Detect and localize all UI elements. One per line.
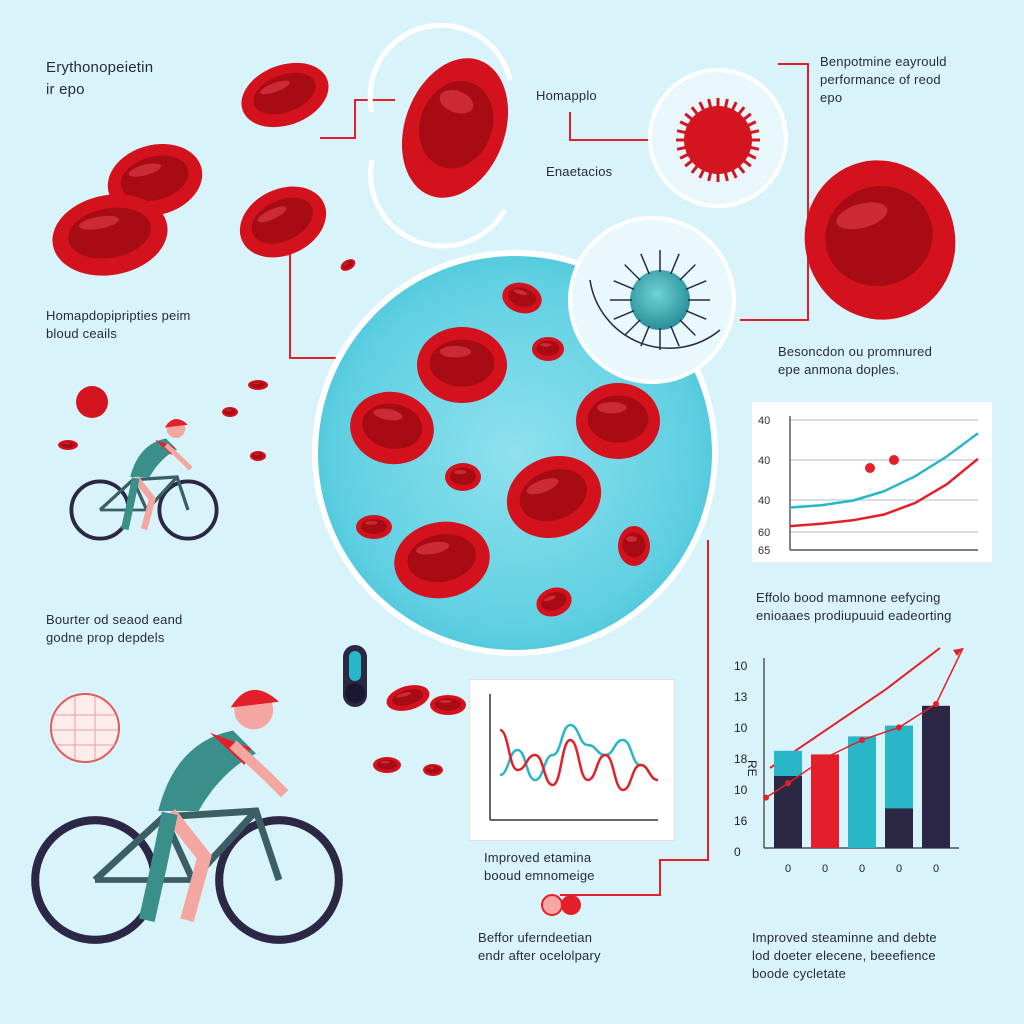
trend-point [859, 737, 865, 743]
mid-caption-line-2: booud emnomeige [484, 868, 595, 883]
red-blood-cell [532, 337, 564, 361]
x-tick-label: 0 [933, 863, 939, 875]
teal-virus [589, 250, 721, 350]
bar-navy [774, 776, 802, 848]
line-chart-svg: 40 40 40 60 65 [758, 415, 979, 557]
wave-chart-box [470, 680, 674, 840]
red-blood-cell [350, 391, 434, 465]
top-right-line-1: Benpotmine eayrould [820, 54, 947, 69]
bar-navy [885, 808, 913, 848]
y-tick-label: 10 [734, 721, 748, 735]
mid-caption-line-1: Improved etamina [484, 850, 592, 865]
trend-arrow-head [953, 648, 963, 656]
y-tick-label: 10 [734, 783, 748, 797]
left-lower-line-2: godne prop depdels [46, 630, 165, 645]
wave-series [499, 723, 659, 782]
red-blood-cell [248, 380, 268, 390]
y-tick-label: 40 [758, 415, 770, 427]
small-red-cell [76, 386, 108, 418]
y-tick-label: 40 [758, 455, 770, 467]
y-tick-label: 60 [758, 527, 770, 539]
red-blood-cell [618, 526, 650, 566]
x-tick-label: 0 [822, 863, 828, 875]
trend-point [785, 780, 791, 787]
red-blood-cells [52, 58, 956, 776]
top-right-line-2: performance of reod [820, 72, 941, 87]
y-tick-label: 40 [758, 495, 770, 507]
bar-navy [922, 705, 950, 848]
chart-caption-line-1: Effolo bood mamnone eefycing [756, 590, 941, 605]
title-line-1: Erythonopeietin [46, 59, 154, 76]
red-blood-cell [58, 440, 78, 450]
bottom-right-line-2: lod doeter elecene, beeefience [752, 948, 936, 963]
right-mid-line-1: Besoncdon ou promnured [778, 344, 933, 359]
red-blood-cell [222, 407, 238, 417]
red-blood-cell [576, 383, 660, 459]
thermometer [343, 645, 367, 707]
trend-point [933, 701, 939, 707]
left-mid-line-1: Homapdopipripties peim [46, 308, 191, 323]
red-blood-cell [394, 521, 490, 599]
bar-red [811, 754, 839, 848]
label-enaetacios: Enaetacios [546, 164, 613, 179]
x-tick-label: 0 [785, 863, 791, 875]
right-mid-line-2: epe anmona doples. [778, 362, 900, 377]
red-blood-cell [430, 695, 466, 715]
y-tick-label: 13 [734, 690, 748, 704]
red-blood-cell [52, 194, 168, 276]
red-blood-cell [239, 186, 327, 258]
left-mid-line-2: bloud ceails [46, 326, 118, 341]
red-blood-cell [356, 515, 392, 539]
red-blood-cell [241, 62, 329, 128]
left-lower-line-1: Bourter od seaod eand [46, 612, 183, 627]
title-line-2: ir epo [46, 81, 85, 98]
red-blood-cell [340, 259, 356, 271]
red-blood-cell [536, 587, 572, 617]
y-tick-label: 0 [734, 845, 741, 859]
wave-chart-svg [489, 694, 659, 821]
spiky-cell-top [676, 98, 760, 182]
marker-dot [865, 463, 875, 473]
bottom-mid-line-2: endr after ocelolpary [478, 948, 601, 963]
bar-chart-svg: 10 13 10 18 10 16 0 RE 0 0 0 0 0 [734, 648, 964, 875]
red-blood-cell [506, 455, 602, 539]
top-right-line-3: epo [820, 90, 843, 105]
red-blood-cell [445, 463, 481, 491]
y-tick-label: 65 [758, 545, 770, 557]
line-chart-box: 40 40 40 60 65 [752, 402, 992, 562]
y-tick-label: 10 [734, 659, 748, 673]
series-line [789, 457, 979, 528]
connector-lines [289, 63, 941, 896]
red-blood-cell [386, 685, 430, 711]
marker-dot [889, 455, 899, 465]
x-tick-label: 0 [859, 863, 865, 875]
wave-series [499, 728, 659, 792]
mesh-sphere [50, 693, 120, 763]
x-tick-label: 0 [896, 863, 902, 875]
bottom-right-line-3: boode cycletate [752, 966, 847, 981]
trend-point [763, 794, 769, 801]
trend-point [822, 755, 828, 761]
label-homapio: Homapplo [536, 88, 597, 103]
series-line [789, 432, 979, 509]
bottom-right-line-1: Improved steaminne and debte [752, 930, 937, 945]
red-blood-cell [423, 764, 443, 776]
y-axis-label: RE [745, 760, 759, 777]
red-blood-cell [250, 451, 266, 461]
bar-teal [848, 736, 876, 848]
chart-caption-line-2: enioaaes prodiupuuid eadeorting [756, 608, 952, 623]
trend-point [896, 724, 902, 731]
cyclist-small [69, 419, 219, 541]
red-blood-cell [804, 160, 956, 320]
bottom-mid-line-1: Beffor uferndeetian [478, 930, 593, 945]
red-blood-cell [417, 327, 507, 403]
red-blood-cell [373, 757, 401, 773]
red-blood-cell [502, 282, 542, 314]
y-tick-label: 18 [734, 752, 748, 766]
y-tick-label: 16 [734, 814, 748, 828]
cyclist-large [31, 689, 343, 944]
red-blood-cell [401, 58, 509, 198]
